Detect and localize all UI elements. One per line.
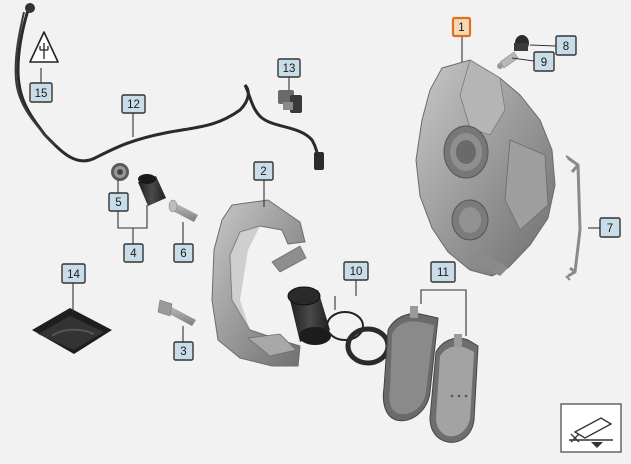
bleed-screw	[497, 51, 519, 69]
callout-12-label: 12	[127, 99, 140, 111]
callout-8[interactable]: 8	[555, 35, 577, 56]
callout-15[interactable]: 15	[29, 82, 53, 103]
view-orientation-icon	[560, 403, 622, 453]
caliper-housing	[415, 59, 556, 277]
brake-pad-inner	[382, 306, 439, 422]
callout-11[interactable]: 11	[430, 261, 456, 283]
callout-3-label: 3	[180, 346, 186, 358]
callout-5-label: 5	[115, 197, 121, 209]
callout-1-label: 1	[458, 22, 464, 34]
warning-electrical-icon	[29, 31, 59, 63]
callout-14-label: 14	[67, 269, 80, 281]
leader-lines	[40, 36, 600, 342]
callout-8-label: 8	[563, 41, 569, 53]
piston-seal	[326, 311, 391, 366]
callout-12[interactable]: 12	[121, 94, 146, 114]
callout-6[interactable]: 6	[173, 243, 194, 263]
callout-9-label: 9	[541, 57, 547, 69]
callout-1[interactable]: 1	[451, 16, 472, 38]
callout-10-label: 10	[350, 266, 363, 278]
guide-pin	[168, 199, 198, 222]
caliper-bolt	[157, 299, 196, 326]
callout-11-label: 11	[437, 267, 449, 279]
callout-7[interactable]: 7	[599, 217, 621, 238]
callout-10[interactable]: 10	[343, 261, 369, 281]
caliper-piston	[287, 286, 331, 345]
caliper-carrier	[211, 199, 307, 367]
callout-3[interactable]: 3	[173, 341, 194, 361]
callout-7-label: 7	[607, 223, 613, 235]
callout-13[interactable]: 13	[277, 58, 301, 78]
sensor-clip	[278, 90, 302, 113]
callout-4[interactable]: 4	[123, 243, 144, 263]
wear-sensor-cable	[14, 3, 324, 170]
callout-13-label: 13	[283, 63, 296, 75]
retaining-spring	[565, 155, 582, 281]
bleed-cap	[514, 35, 529, 51]
brake-pad-outer	[429, 334, 479, 443]
callout-14[interactable]: 14	[61, 263, 86, 284]
callout-5[interactable]: 5	[108, 192, 129, 212]
guide-bushing	[111, 163, 129, 181]
callout-9[interactable]: 9	[533, 51, 555, 72]
callout-2[interactable]: 2	[253, 161, 274, 181]
callout-6-label: 6	[180, 248, 186, 260]
callout-4-label: 4	[130, 248, 137, 260]
grease-packet	[32, 308, 112, 354]
callout-2-label: 2	[260, 166, 266, 178]
callout-15-label: 15	[35, 88, 48, 100]
dust-boot	[138, 174, 166, 206]
